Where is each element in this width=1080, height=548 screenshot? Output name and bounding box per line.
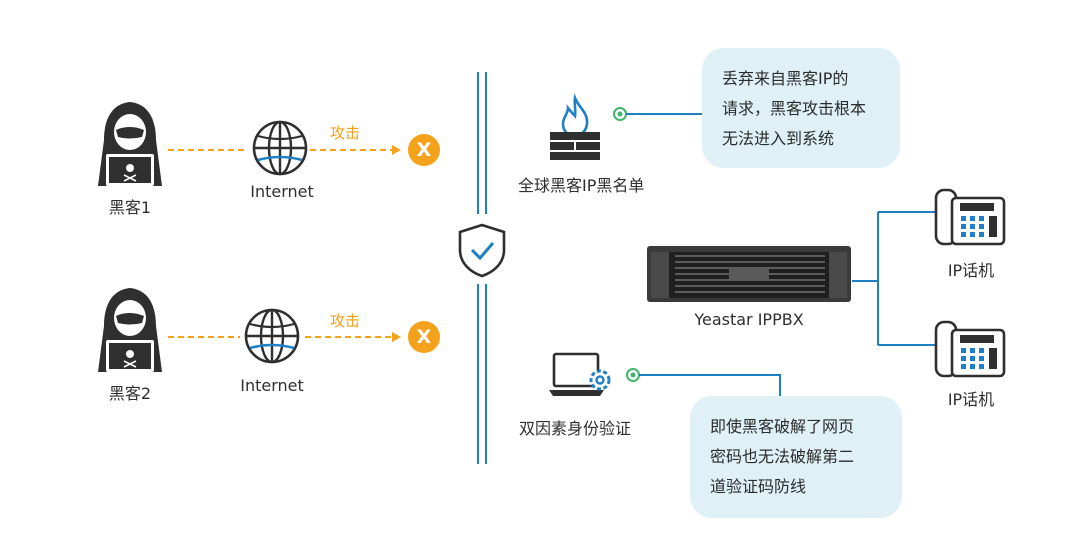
server-icon [647,246,851,302]
hacker-1-icon [98,102,162,186]
hacker-1-label: 黑客1 [108,198,152,217]
blocked-2-icon: X [408,321,440,353]
two-factor-note-line: 道验证码防线 [710,477,807,496]
two-factor-note: 即使黑客破解了网页 密码也无法破解第二 道验证码防线 [690,396,902,518]
shield-icon [458,223,506,278]
attack-2-label: 攻击 [330,312,361,330]
attack-1-label: 攻击 [330,124,361,142]
laptop-gear-icon [549,352,611,396]
phone-1-label: IP话机 [947,261,995,280]
hacker-2-icon [98,288,162,372]
attack-arrow-2 [392,332,401,342]
server-label: Yeastar IPPBX [694,310,804,329]
firewall-note-line: 请求，黑客攻击根本 [722,99,867,118]
internet-2-label: Internet [240,376,304,395]
firewall-note-line: 无法进入到系统 [722,129,835,148]
phone-1-icon [934,188,1006,246]
internet-1-label: Internet [250,182,314,201]
firewall-icon [550,93,600,160]
firewall-label: 全球黑客IP黑名单 [518,176,645,195]
phone-2-label: IP话机 [947,390,995,409]
two-factor-note-line: 密码也无法破解第二 [710,447,855,466]
two-factor-label: 双因素身份验证 [519,419,632,438]
two-factor-note-line: 即使黑客破解了网页 [710,417,855,436]
attack-arrow-1 [392,145,401,155]
globe-2-icon [244,308,300,364]
hacker-2-label: 黑客2 [108,384,152,403]
firewall-note: 丢弃来自黑客IP的 请求，黑客攻击根本 无法进入到系统 [702,48,900,168]
globe-1-icon [252,120,308,176]
phone-2-icon [934,320,1006,378]
blocked-1-icon: X [408,134,440,166]
firewall-note-line: 丢弃来自黑客IP的 [722,69,849,88]
